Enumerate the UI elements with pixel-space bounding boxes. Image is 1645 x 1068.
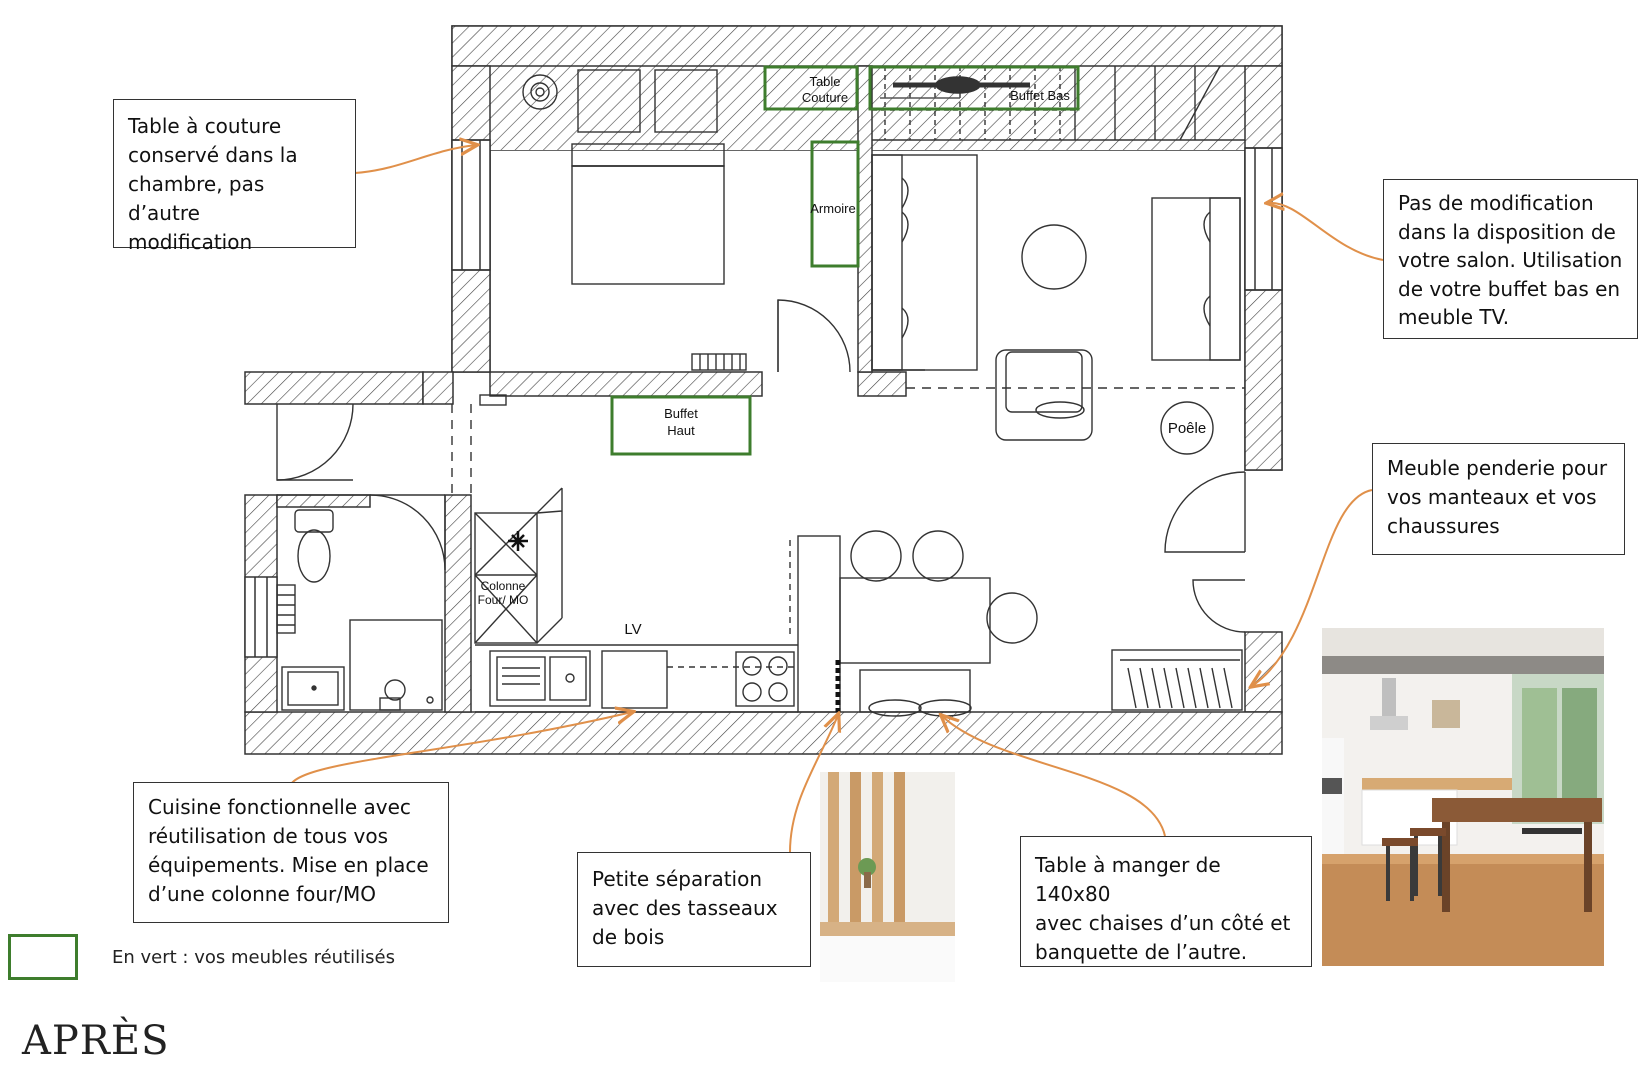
callout-arrows [289,145,1384,853]
label-poele: Poêle [1168,420,1206,437]
legend-text: En vert : vos meubles réutilisés [112,947,395,968]
label-armoire: Armoire [810,201,856,216]
callout-couture: Table à couture conservé dans la chambre… [113,99,356,254]
callout-salon-line: dans la disposition de [1398,219,1616,244]
label-table-couture-1: Table [809,74,840,89]
callout-salon-line: de votre buffet bas en [1398,276,1621,301]
callout-cuisine-line: équipements. Mise en place [148,853,429,877]
arrow-salon [1268,203,1384,261]
callout-cuisine: Cuisine fonctionnelle avec réutilisation… [133,782,449,923]
arrow-table [942,716,1166,837]
callout-penderie-line: chaussures [1387,514,1500,538]
label-buffet-haut-2: Haut [667,423,695,438]
callout-couture-line: chambre, pas d’autre [128,172,265,225]
fixtures [276,65,1246,717]
callout-penderie-line: Meuble penderie pour [1387,456,1608,480]
label-colonne-1: Colonne [481,579,526,593]
callout-table-line: Table à manger de 140x80 [1035,853,1221,906]
table-couture-outline [763,65,859,111]
callout-separation: Petite séparation avec des tasseaux de b… [577,852,811,967]
label-colonne-2: Four/ MO [478,593,529,607]
label-buffet-haut-1: Buffet [664,406,698,421]
callout-salon-line: Pas de modification [1398,191,1594,215]
photo-wood-slats [820,772,955,982]
page-title: APRÈS [22,1018,170,1064]
arrow-separation [789,715,838,853]
callout-penderie-line: vos manteaux et vos [1387,485,1597,509]
callout-couture-line: modification [128,230,253,254]
arrow-penderie [1252,489,1373,686]
buffet-haut-outline [610,395,752,456]
callout-table-line: banquette de l’autre. [1035,940,1248,964]
callout-cuisine-line: Cuisine fonctionnelle avec [148,795,411,819]
callout-penderie: Meuble penderie pour vos manteaux et vos… [1372,443,1625,555]
callout-separation-line: Petite séparation [592,867,763,891]
photo-kitchen [1322,628,1604,966]
callout-separation-line: avec des tasseaux [592,896,778,920]
buffet-bas-outline [868,65,1080,111]
legend-swatch [8,934,78,980]
callout-separation-line: de bois [592,925,665,949]
label-lv: LV [624,621,641,638]
callout-couture-line: conservé dans la [128,143,298,167]
label-table-couture-2: Couture [802,90,848,105]
reused-furniture [610,65,1080,456]
callout-salon: Pas de modification dans la disposition … [1383,179,1638,339]
arrow-cuisine [289,712,632,787]
callout-couture-line: Table à couture [128,114,282,138]
label-buffet-bas: Buffet Bas [1010,88,1070,103]
arrow-couture [354,145,476,174]
callout-salon-line: votre salon. Utilisation [1398,248,1623,272]
callout-cuisine-line: d’une colonne four/MO [148,882,377,906]
callout-cuisine-line: réutilisation de tous vos [148,824,388,848]
callout-salon-line: meuble TV. [1398,305,1510,329]
armoire-outline [810,140,860,268]
callout-table: Table à manger de 140x80 avec chaises d’… [1020,836,1312,967]
callout-table-line: avec chaises d’un côté et [1035,911,1291,935]
